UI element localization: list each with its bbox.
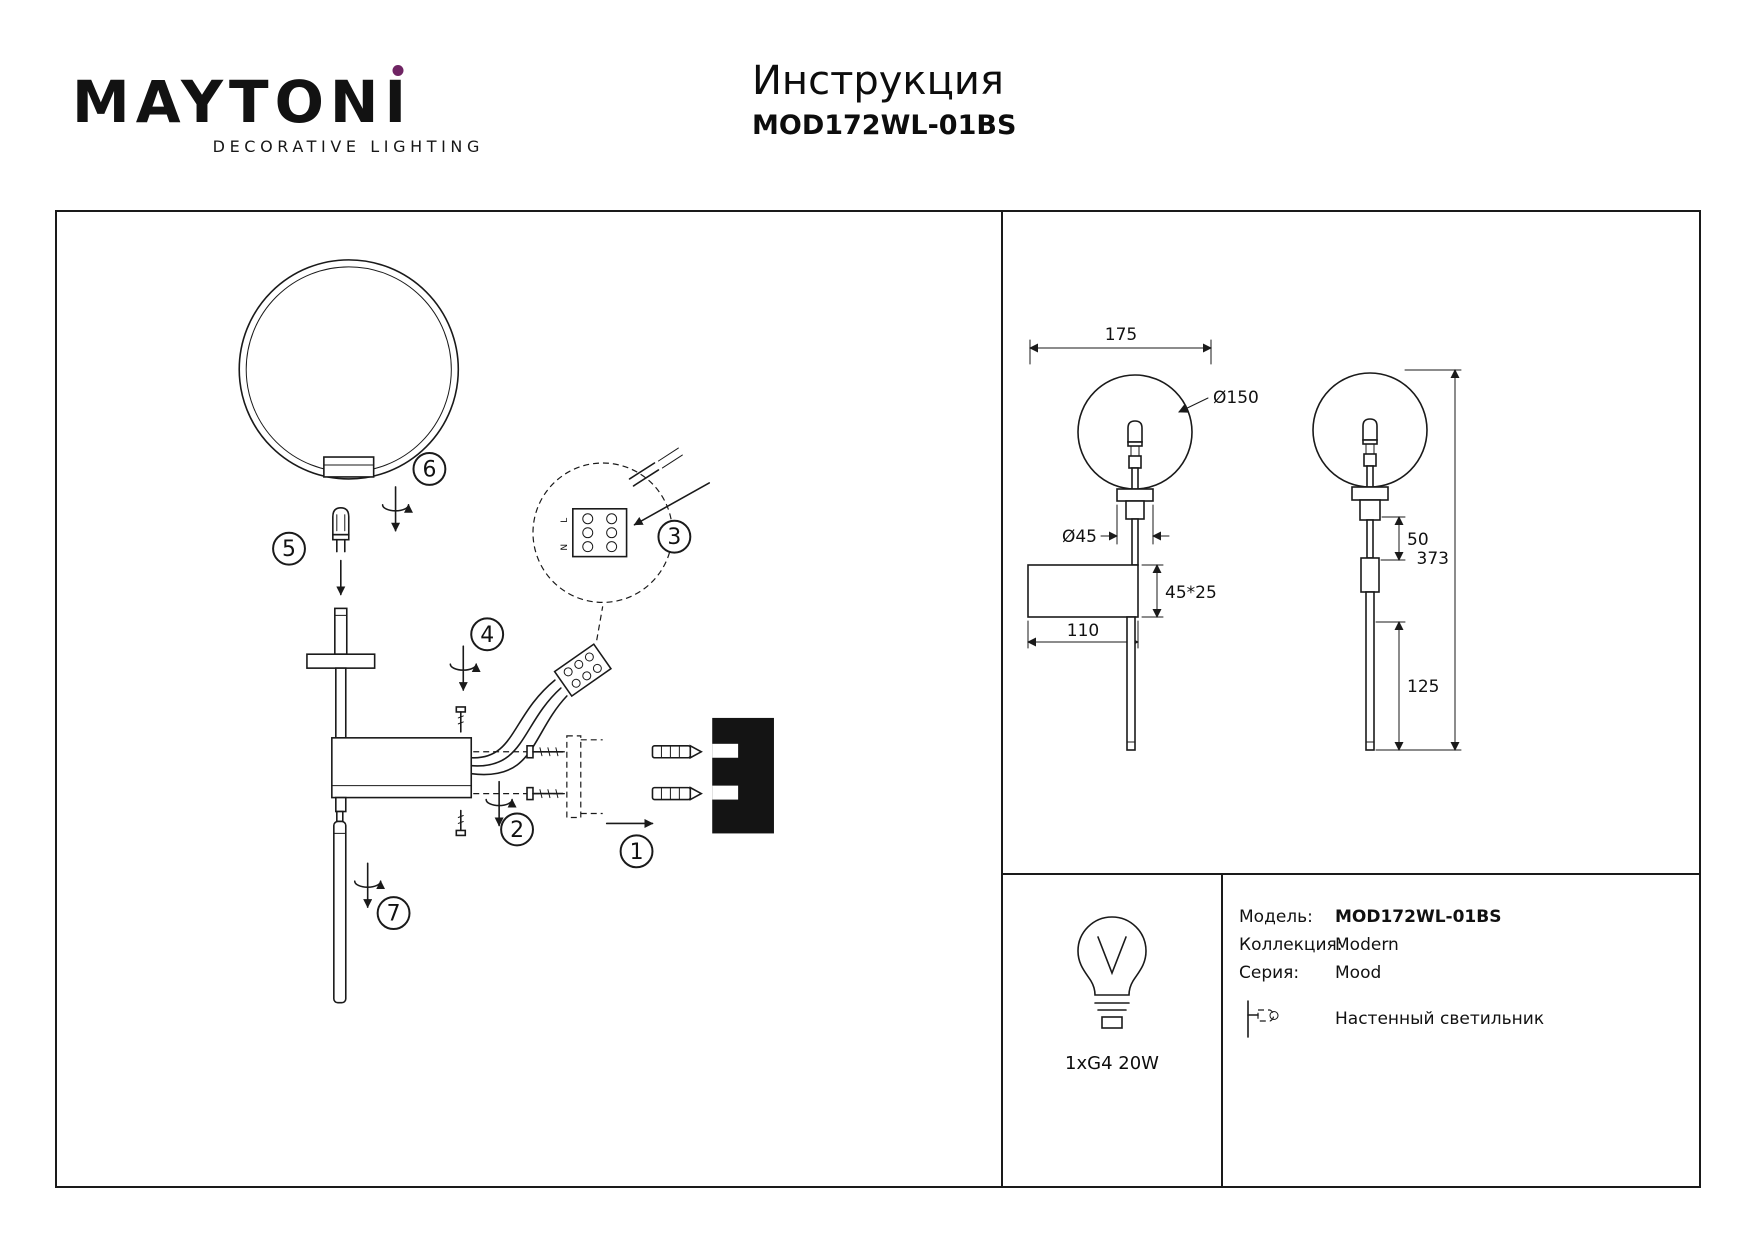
step-badge-2: 2 xyxy=(500,812,534,847)
wires xyxy=(470,679,568,776)
rotation-arrow xyxy=(381,486,413,532)
spec-row-type: Настенный светильник xyxy=(1239,995,1681,1043)
detail-leader xyxy=(596,606,604,641)
mounting-plate xyxy=(473,735,603,819)
dim-diameter: Ø150 xyxy=(1213,388,1259,408)
svg-text:5: 5 xyxy=(282,537,296,562)
step-badge-7: 7 xyxy=(376,896,411,931)
wall-anchor-icon xyxy=(651,786,703,801)
screw-icon xyxy=(455,706,467,733)
svg-text:1: 1 xyxy=(630,840,644,865)
dim-base: 110 xyxy=(1067,621,1099,641)
mounting-screw-icon xyxy=(526,786,564,801)
spec-row-series: Серия: Mood xyxy=(1239,959,1681,987)
ring-frame xyxy=(238,259,460,480)
rotation-arrow xyxy=(353,862,386,909)
rod xyxy=(333,810,347,1004)
model-code: MOD172WL-01BS xyxy=(752,110,1017,141)
bulb-icon xyxy=(1077,916,1147,1029)
terminal-detail: L N xyxy=(532,447,711,604)
terminal-connector xyxy=(553,643,613,698)
step-badge-4: 4 xyxy=(470,617,505,652)
dimension-drawing: 175 Ø150 xyxy=(1027,325,1462,751)
rotation-arrow xyxy=(449,645,481,692)
wall-bracket xyxy=(306,607,473,813)
dim-plate: 45*25 xyxy=(1165,583,1217,603)
svg-text:4: 4 xyxy=(480,623,494,648)
spec-label: Серия: xyxy=(1239,963,1300,983)
terminal-label-n: N xyxy=(560,544,570,551)
wall-anchor-icon xyxy=(651,744,703,760)
brand-logo-text: MAYTONI xyxy=(72,72,484,133)
dim-total: 373 xyxy=(1417,549,1449,569)
mounting-screw-icon xyxy=(526,745,564,759)
model-info: Модель: MOD172WL-01BS Коллекция: Modern … xyxy=(1223,875,1699,1186)
svg-text:2: 2 xyxy=(510,818,524,843)
title-block: Инструкция MOD172WL-01BS xyxy=(752,58,1016,141)
assembly-panel: 6 5 xyxy=(57,212,1003,1186)
rotation-arrow xyxy=(485,780,517,827)
front-view: 175 Ø150 xyxy=(1027,325,1259,751)
terminal-label-l: L xyxy=(560,518,570,523)
content-panels: 6 5 xyxy=(55,210,1701,1188)
side-view: 50 125 373 xyxy=(1312,369,1462,751)
spec-value: MOD172WL-01BS xyxy=(1335,907,1502,927)
logo-prefix: MAYTON xyxy=(72,68,385,136)
step-badge-1: 1 xyxy=(619,834,654,869)
wall-section xyxy=(712,717,774,834)
assembly-diagram: 6 5 xyxy=(238,259,774,1004)
page-title: Инструкция xyxy=(752,58,1004,104)
svg-text:7: 7 xyxy=(387,902,401,927)
step-badge-5: 5 xyxy=(272,531,306,566)
spec-panel: 175 Ø150 xyxy=(1003,212,1699,1186)
spec-value: Настенный светильник xyxy=(1335,1009,1545,1029)
svg-text:3: 3 xyxy=(667,525,681,550)
spec-row-model: Модель: MOD172WL-01BS xyxy=(1239,903,1681,931)
screw-icon xyxy=(455,809,467,837)
g4-bulb-icon xyxy=(332,507,350,596)
spec-value: Mood xyxy=(1335,963,1382,983)
dim-rod: 125 xyxy=(1407,677,1439,697)
dimensions-area: 175 Ø150 xyxy=(1003,212,1699,875)
lamp-spec: 1xG4 20W xyxy=(1065,1053,1159,1074)
dim-socket: Ø45 xyxy=(1062,527,1097,547)
dim-neck: 50 xyxy=(1407,530,1429,550)
brand-tagline: DECORATIVE LIGHTING xyxy=(212,136,484,156)
svg-text:6: 6 xyxy=(422,457,436,482)
spec-row-collection: Коллекция: Modern xyxy=(1239,931,1681,959)
spec-label: Модель: xyxy=(1239,907,1313,927)
logo-letter-i: I xyxy=(384,68,413,136)
wall-lamp-icon xyxy=(1239,995,1287,1043)
dim-width: 175 xyxy=(1105,325,1137,345)
spec-value: Modern xyxy=(1335,935,1399,955)
lamp-spec-cell: 1xG4 20W xyxy=(1003,875,1223,1186)
specs-area: 1xG4 20W Модель: MOD172WL-01BS Коллекция… xyxy=(1003,875,1699,1186)
step-badge-3: 3 xyxy=(657,519,692,554)
step-badge-6: 6 xyxy=(412,452,447,486)
spec-label: Коллекция: xyxy=(1239,935,1343,955)
brand-logo: MAYTONI DECORATIVE LIGHTING xyxy=(72,72,484,156)
